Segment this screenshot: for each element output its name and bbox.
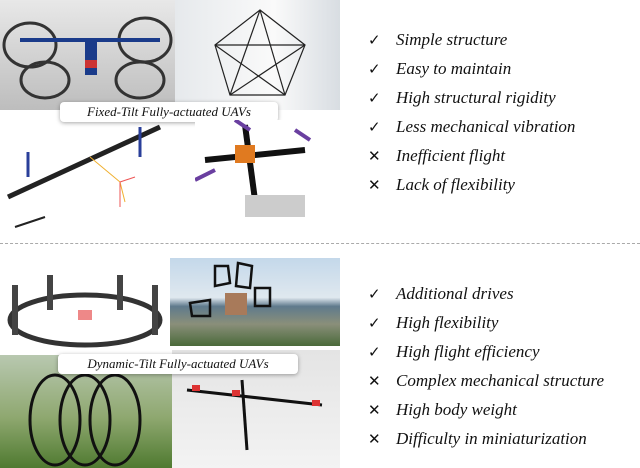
feature-text: Simple structure [396, 30, 508, 49]
bottom-feature-item: ✓ Additional drives [368, 284, 514, 304]
dynamic-tilt-city-photo [170, 258, 340, 346]
check-icon: ✓ [368, 316, 381, 332]
dynamic-tilt-label: Dynamic-Tilt Fully-actuated UAVs [58, 354, 298, 374]
fixed-tilt-diagram [0, 122, 170, 232]
feature-text: High structural rigidity [396, 88, 556, 107]
feature-text: Less mechanical vibration [396, 117, 576, 136]
bottom-feature-item: ✕ Complex mechanical structure [368, 371, 604, 391]
cross-icon: ✕ [368, 149, 381, 165]
feature-text: Lack of flexibility [396, 175, 515, 194]
feature-text: High flight efficiency [396, 342, 540, 361]
top-feature-item: ✕ Lack of flexibility [368, 175, 515, 195]
fixed-tilt-label: Fixed-Tilt Fully-actuated UAVs [60, 102, 278, 122]
top-feature-item: ✓ Less mechanical vibration [368, 117, 575, 137]
feature-text: Inefficient flight [396, 146, 506, 165]
cross-icon: ✕ [368, 178, 381, 194]
bottom-feature-item: ✕ High body weight [368, 400, 517, 420]
fixed-tilt-cage-photo [175, 0, 340, 110]
top-feature-item: ✓ High structural rigidity [368, 88, 556, 108]
top-feature-item: ✕ Inefficient flight [368, 146, 505, 166]
dynamic-tilt-render-photo [0, 255, 170, 355]
feature-text: Complex mechanical structure [396, 371, 605, 390]
bottom-feature-item: ✓ High flexibility [368, 313, 498, 333]
cross-icon: ✕ [368, 403, 381, 419]
fixed-tilt-render-photo [0, 0, 175, 110]
feature-text: Difficulty in miniaturization [396, 429, 587, 448]
check-icon: ✓ [368, 91, 381, 107]
top-feature-item: ✓ Easy to maintain [368, 59, 511, 79]
bottom-feature-item: ✓ High flight efficiency [368, 342, 540, 362]
check-icon: ✓ [368, 345, 381, 361]
feature-text: Additional drives [396, 284, 514, 303]
top-feature-item: ✓ Simple structure [368, 30, 507, 50]
cross-icon: ✕ [368, 374, 381, 390]
check-icon: ✓ [368, 62, 381, 78]
check-icon: ✓ [368, 287, 381, 303]
bottom-feature-item: ✕ Difficulty in miniaturization [368, 429, 587, 449]
feature-text: Easy to maintain [396, 59, 512, 78]
feature-text: High flexibility [396, 313, 499, 332]
check-icon: ✓ [368, 120, 381, 136]
section-divider [0, 243, 640, 244]
fixed-tilt-drone-photo [195, 120, 315, 220]
check-icon: ✓ [368, 33, 381, 49]
cross-icon: ✕ [368, 432, 381, 448]
feature-text: High body weight [396, 400, 517, 419]
